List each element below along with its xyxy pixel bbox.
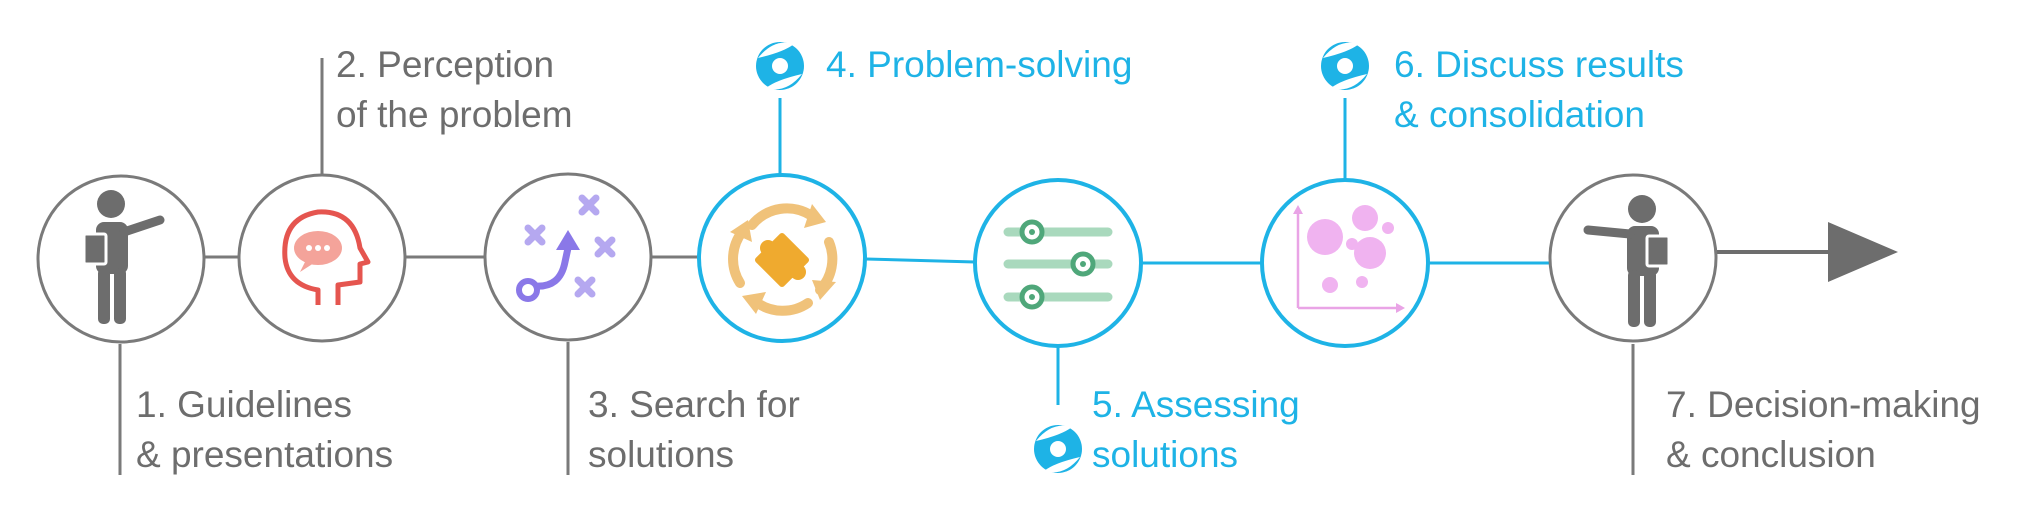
presenter-icon xyxy=(82,190,165,324)
puzzle-cycle-icon xyxy=(728,203,838,316)
arrow-head-icon xyxy=(1828,222,1898,282)
step-1-line2: & presentations xyxy=(136,434,394,475)
leader-lines xyxy=(118,58,1635,475)
step-6-circle xyxy=(1260,178,1430,348)
step-2-label: 2. Perception of the problem xyxy=(336,40,573,140)
step-7-node xyxy=(1548,173,1718,343)
step-2-line1: 2. Perception xyxy=(336,44,555,85)
step-4-node xyxy=(697,173,867,343)
step-4-label: 4. Problem-solving xyxy=(826,40,1132,90)
step-3-node xyxy=(483,172,653,342)
step-7-label: 7. Decision-making & conclusion xyxy=(1666,380,1981,480)
step-5-label: 5. Assessing solutions xyxy=(1092,380,1300,480)
step-4-line1: 4. Problem-solving xyxy=(826,44,1133,85)
strategy-icon xyxy=(516,194,616,302)
step-5-line2: solutions xyxy=(1092,434,1239,475)
swirl-icon xyxy=(756,42,804,90)
connector-4-5 xyxy=(865,257,976,264)
head-speech-icon xyxy=(282,209,371,305)
timeline xyxy=(205,222,1898,282)
step-1-line1: 1. Guidelines xyxy=(136,384,352,425)
step-7-line1: 7. Decision-making xyxy=(1666,384,1981,425)
step-1-node xyxy=(36,174,206,344)
step-5-line1: 5. Assessing xyxy=(1092,384,1300,425)
step-6-label: 6. Discuss results & consolidation xyxy=(1394,40,1684,140)
step-3-line2: solutions xyxy=(588,434,735,475)
swirl-icon xyxy=(1321,42,1369,90)
step-6-node xyxy=(1260,178,1430,348)
sliders-icon xyxy=(1003,219,1113,310)
step-3-line1: 3. Search for xyxy=(588,384,800,425)
step-6-line2: & consolidation xyxy=(1394,94,1645,135)
step-1-label: 1. Guidelines & presentations xyxy=(136,380,393,480)
presenter-icon xyxy=(1583,195,1671,327)
swirl-icon xyxy=(1034,425,1082,473)
step-3-label: 3. Search for solutions xyxy=(588,380,800,480)
step-5-node xyxy=(973,178,1143,348)
step-2-line2: of the problem xyxy=(336,94,573,135)
step-7-line2: & conclusion xyxy=(1666,434,1876,475)
step-2-node xyxy=(237,173,407,343)
bubble-chart-icon xyxy=(1293,205,1405,313)
step-6-line1: 6. Discuss results xyxy=(1394,44,1684,85)
